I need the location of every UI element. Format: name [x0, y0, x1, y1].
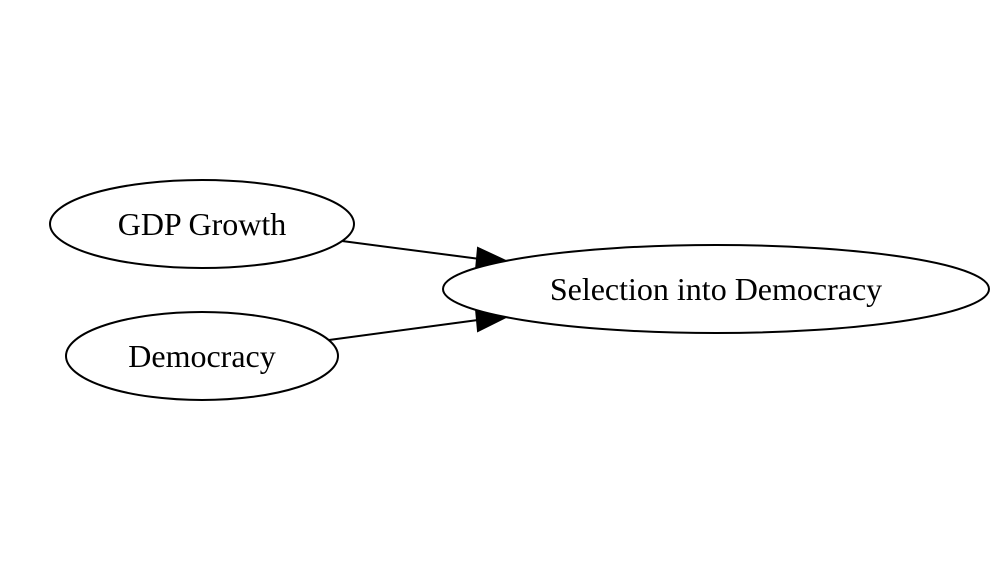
node-label-democracy: Democracy [128, 338, 275, 374]
node-ellipse [65, 311, 339, 401]
node-label-selection-into-democracy: Selection into Democracy [550, 271, 882, 307]
node-gdp-growth: GDP Growth [49, 179, 355, 269]
edge-democracy-to-selection [328, 307, 511, 341]
edge-line [341, 240, 481, 260]
node-ellipse [442, 244, 990, 334]
edge-line [328, 319, 479, 341]
node-label-gdp-growth: GDP Growth [118, 206, 287, 242]
node-democracy: Democracy [65, 311, 339, 401]
node-selection-into-democracy: Selection into Democracy [442, 244, 990, 334]
node-ellipse [49, 179, 355, 269]
